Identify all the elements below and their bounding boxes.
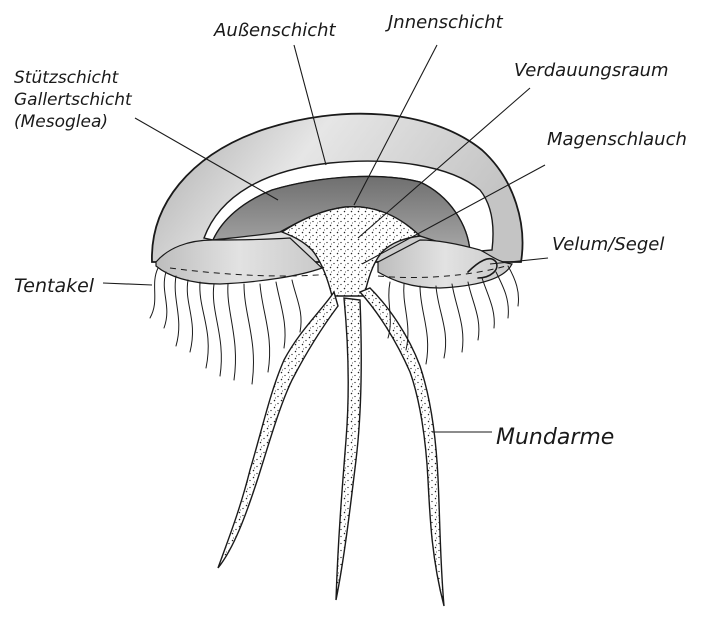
label-stuetzschicht-line3: (Mesoglea) xyxy=(14,112,108,132)
subumbrella-left xyxy=(156,238,322,284)
label-magenschlauch: Magenschlauch xyxy=(547,129,687,150)
oral-arm-left xyxy=(218,292,338,568)
label-stuetzschicht-line1: Stützschicht xyxy=(14,68,120,88)
oral-arm-center xyxy=(336,298,361,600)
label-aussenschicht: Außenschicht xyxy=(213,20,337,41)
oral-arm-right xyxy=(360,288,444,606)
label-velum: Velum/Segel xyxy=(552,234,664,255)
leader-tentakel xyxy=(103,283,152,285)
label-mundarme: Mundarme xyxy=(496,425,614,450)
label-stuetzschicht-line2: Gallertschicht xyxy=(14,90,133,110)
label-verdauungsraum: Verdauungsraum xyxy=(514,60,669,81)
label-innenschicht: Jnnenschicht xyxy=(385,12,504,33)
label-tentakel: Tentakel xyxy=(14,275,95,297)
